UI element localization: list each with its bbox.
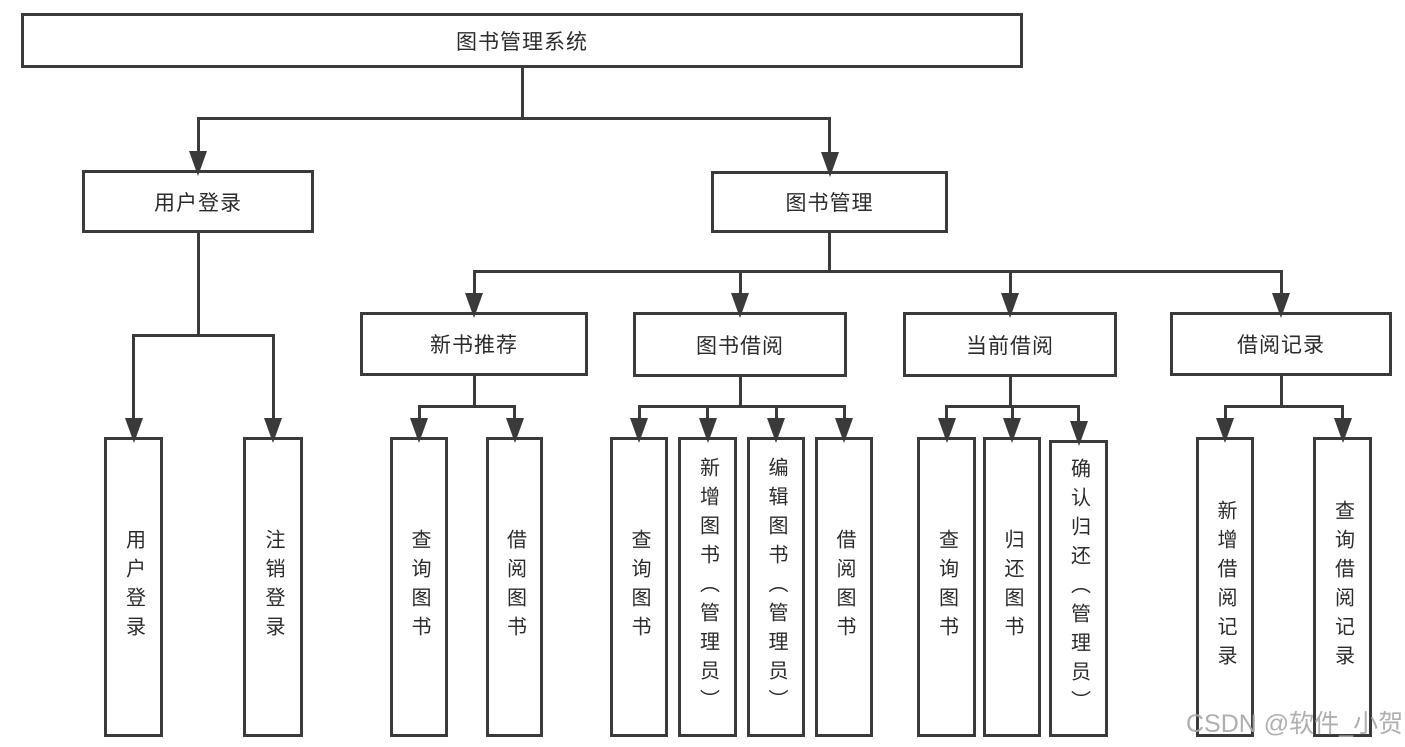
arrowhead-down-icon — [820, 152, 839, 177]
connector-line — [417, 406, 421, 419]
connector-line — [513, 406, 516, 419]
connector-line — [520, 68, 524, 118]
arrowhead-down-icon — [465, 293, 483, 318]
connector-line — [1077, 406, 1080, 422]
node-label-logout-leaf: 注销登录 — [262, 529, 284, 645]
node-user-login-leaf: 用户登录 — [104, 437, 163, 737]
node-query-book-borrow: 查询图书 — [610, 437, 668, 737]
node-return-book: 归还图书 — [983, 437, 1041, 737]
node-book-mgmt: 图书管理 — [711, 171, 948, 233]
connector-line — [828, 233, 831, 271]
node-label-edit-book-admin: 编辑图书（管理员） — [765, 456, 787, 718]
node-label-book-borrow: 图书借阅 — [696, 334, 784, 358]
node-label-return-book: 归还图书 — [1001, 529, 1023, 645]
arrowhead-down-icon — [698, 418, 717, 443]
node-label-borrow-book-new: 借阅图书 — [503, 529, 526, 645]
node-add-borrow-record: 新增借阅记录 — [1196, 437, 1254, 737]
arrowhead-down-icon — [1069, 421, 1088, 446]
node-add-book-admin: 新增图书（管理员） — [678, 437, 737, 737]
node-label-query-book-current: 查询图书 — [935, 529, 958, 645]
connector-line — [1010, 406, 1014, 419]
connector-line — [1341, 406, 1344, 419]
arrowhead-down-icon — [937, 418, 956, 443]
connector-line — [945, 406, 948, 419]
node-root: 图书管理系统 — [21, 13, 1023, 68]
node-label-borrow-record: 借阅记录 — [1237, 334, 1325, 357]
node-label-borrow-book: 借阅图书 — [833, 529, 855, 645]
arrowhead-down-icon — [1001, 293, 1019, 318]
node-user-login: 用户登录 — [82, 170, 314, 233]
connector-line — [196, 118, 200, 152]
node-label-user-login-leaf: 用户登录 — [122, 529, 145, 645]
node-new-book-rec: 新书推荐 — [360, 312, 588, 376]
arrowhead-down-icon — [1333, 418, 1352, 443]
connector-line — [196, 233, 200, 335]
node-label-query-borrow-record: 查询借阅记录 — [1331, 500, 1354, 674]
connector-line — [828, 118, 831, 153]
node-book-borrow: 图书借阅 — [633, 312, 847, 377]
node-label-query-book-new: 查询图书 — [408, 529, 430, 645]
node-edit-book-admin: 编辑图书（管理员） — [747, 437, 805, 737]
node-borrow-book: 借阅图书 — [815, 437, 873, 737]
connector-line — [1279, 376, 1283, 406]
node-borrow-record: 借阅记录 — [1170, 312, 1392, 376]
node-query-book-current: 查询图书 — [917, 437, 976, 737]
connector-line — [738, 271, 742, 294]
arrowhead-down-icon — [505, 418, 524, 443]
connector-line — [271, 335, 275, 419]
node-logout-leaf: 注销登录 — [243, 437, 303, 737]
connector-line — [472, 376, 476, 406]
connector-line — [738, 377, 742, 406]
connector-line — [417, 404, 516, 408]
arrowhead-down-icon — [630, 418, 648, 443]
arrowhead-down-icon — [1216, 418, 1234, 443]
arrowhead-down-icon — [124, 418, 143, 443]
connector-line — [132, 335, 135, 419]
connector-line — [706, 406, 709, 419]
connector-line — [1279, 271, 1283, 294]
connector-line — [637, 404, 846, 408]
node-label-new-book-rec: 新书推荐 — [430, 334, 518, 357]
node-current-borrow: 当前借阅 — [903, 312, 1117, 377]
connector-line — [472, 271, 476, 294]
node-label-book-mgmt: 图书管理 — [785, 192, 874, 215]
arrowhead-down-icon — [1272, 293, 1290, 318]
node-label-user-login: 用户登录 — [154, 191, 242, 215]
arrowhead-down-icon — [767, 418, 785, 443]
node-label-root: 图书管理系统 — [456, 30, 588, 54]
connector-line — [1008, 377, 1012, 406]
node-label-add-borrow-record: 新增借阅记录 — [1214, 500, 1236, 674]
node-query-book-new: 查询图书 — [390, 437, 448, 737]
arrowhead-down-icon — [731, 293, 749, 318]
connector-line — [132, 333, 275, 337]
connector-line — [842, 406, 846, 419]
arrowhead-down-icon — [410, 418, 428, 443]
node-label-confirm-return-admin: 确认归还（管理员） — [1067, 458, 1090, 719]
arrowhead-down-icon — [835, 418, 853, 443]
arrowhead-down-icon — [264, 418, 282, 443]
connector-line — [1223, 404, 1344, 408]
arrowhead-down-icon — [1003, 418, 1021, 443]
node-borrow-book-new: 借阅图书 — [486, 437, 543, 737]
connector-line — [472, 269, 1283, 273]
node-label-current-borrow: 当前借阅 — [966, 334, 1054, 358]
watermark-text: CSDN @软件_小贺同学 — [1186, 710, 1405, 738]
connector-line — [196, 116, 831, 120]
arrowhead-down-icon — [189, 151, 207, 176]
node-label-query-book-borrow: 查询图书 — [628, 529, 650, 645]
connector-line — [637, 406, 641, 419]
node-label-add-book-admin: 新增图书（管理员） — [696, 456, 719, 718]
node-confirm-return-admin: 确认归还（管理员） — [1049, 440, 1108, 737]
connector-line — [1008, 271, 1012, 294]
connector-line — [1223, 406, 1227, 419]
connector-line — [774, 406, 778, 419]
node-query-borrow-record: 查询借阅记录 — [1313, 437, 1372, 737]
